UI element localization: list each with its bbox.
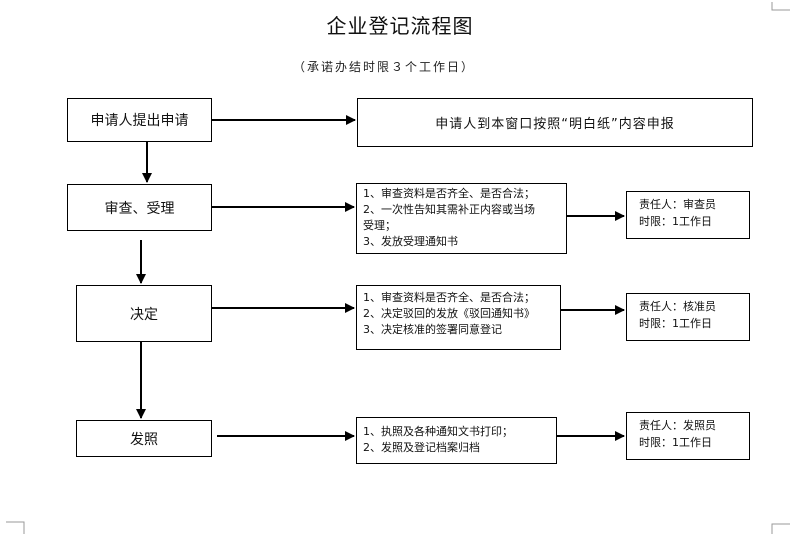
step-decide-label: 决定: [130, 306, 158, 323]
apply-detail-box: 申请人到本窗口按照“明白纸”内容申报: [357, 98, 753, 147]
step-issue: 发照: [76, 420, 212, 457]
review-item-4: 3、发放受理通知书: [363, 235, 458, 248]
step-review-label: 审查、受理: [104, 200, 175, 217]
review-item-3: 受理；: [363, 219, 396, 232]
decide-item-2: 2、决定驳回的发放《驳回通知书》: [363, 307, 535, 320]
issue-item-2: 2、发照及登记档案归档: [363, 441, 480, 454]
review-detail-box: 1、审查资料是否齐全、是否合法； 2、一次性告知其需补正内容或当场 受理； 3、…: [356, 183, 567, 254]
decide-responsibility-box: 责任人：核准员 时限：1工作日: [626, 293, 750, 341]
issue-item-1: 1、执照及各种通知文书打印；: [363, 425, 513, 438]
apply-detail-text: 申请人到本窗口按照“明白纸”内容申报: [435, 117, 675, 132]
decide-time-limit: 时限：1工作日: [639, 317, 712, 330]
decide-detail-box: 1、审查资料是否齐全、是否合法； 2、决定驳回的发放《驳回通知书》 3、决定核准…: [356, 285, 561, 350]
decide-item-3: 3、决定核准的签署同意登记: [363, 323, 502, 336]
corner-mark-top-right: [771, 2, 790, 11]
step-apply: 申请人提出申请: [67, 98, 212, 142]
issue-detail-box: 1、执照及各种通知文书打印； 2、发照及登记档案归档: [356, 417, 557, 464]
corner-mark-bottom-right: [771, 523, 790, 534]
step-issue-label: 发照: [130, 431, 158, 448]
decide-responsible-person: 责任人：核准员: [639, 300, 716, 313]
step-apply-label: 申请人提出申请: [90, 113, 189, 129]
issue-time-limit: 时限：1工作日: [639, 436, 712, 449]
review-item-2: 2、一次性告知其需补正内容或当场: [363, 203, 535, 216]
review-item-1: 1、审查资料是否齐全、是否合法；: [363, 187, 535, 200]
decide-item-1: 1、审查资料是否齐全、是否合法；: [363, 291, 535, 304]
page-subtitle: （承诺办结时限３个工作日）: [292, 60, 475, 74]
step-review: 审查、受理: [67, 184, 212, 231]
review-time-limit: 时限：1工作日: [639, 215, 712, 228]
issue-responsibility-box: 责任人：发照员 时限：1工作日: [626, 412, 750, 460]
review-responsibility-box: 责任人：审查员 时限：1工作日: [626, 191, 750, 239]
corner-mark-bottom-left: [6, 521, 25, 534]
review-responsible-person: 责任人：审查员: [639, 198, 716, 211]
issue-responsible-person: 责任人：发照员: [639, 419, 716, 432]
page-title: 企业登记流程图: [326, 14, 474, 38]
step-decide: 决定: [76, 285, 212, 342]
